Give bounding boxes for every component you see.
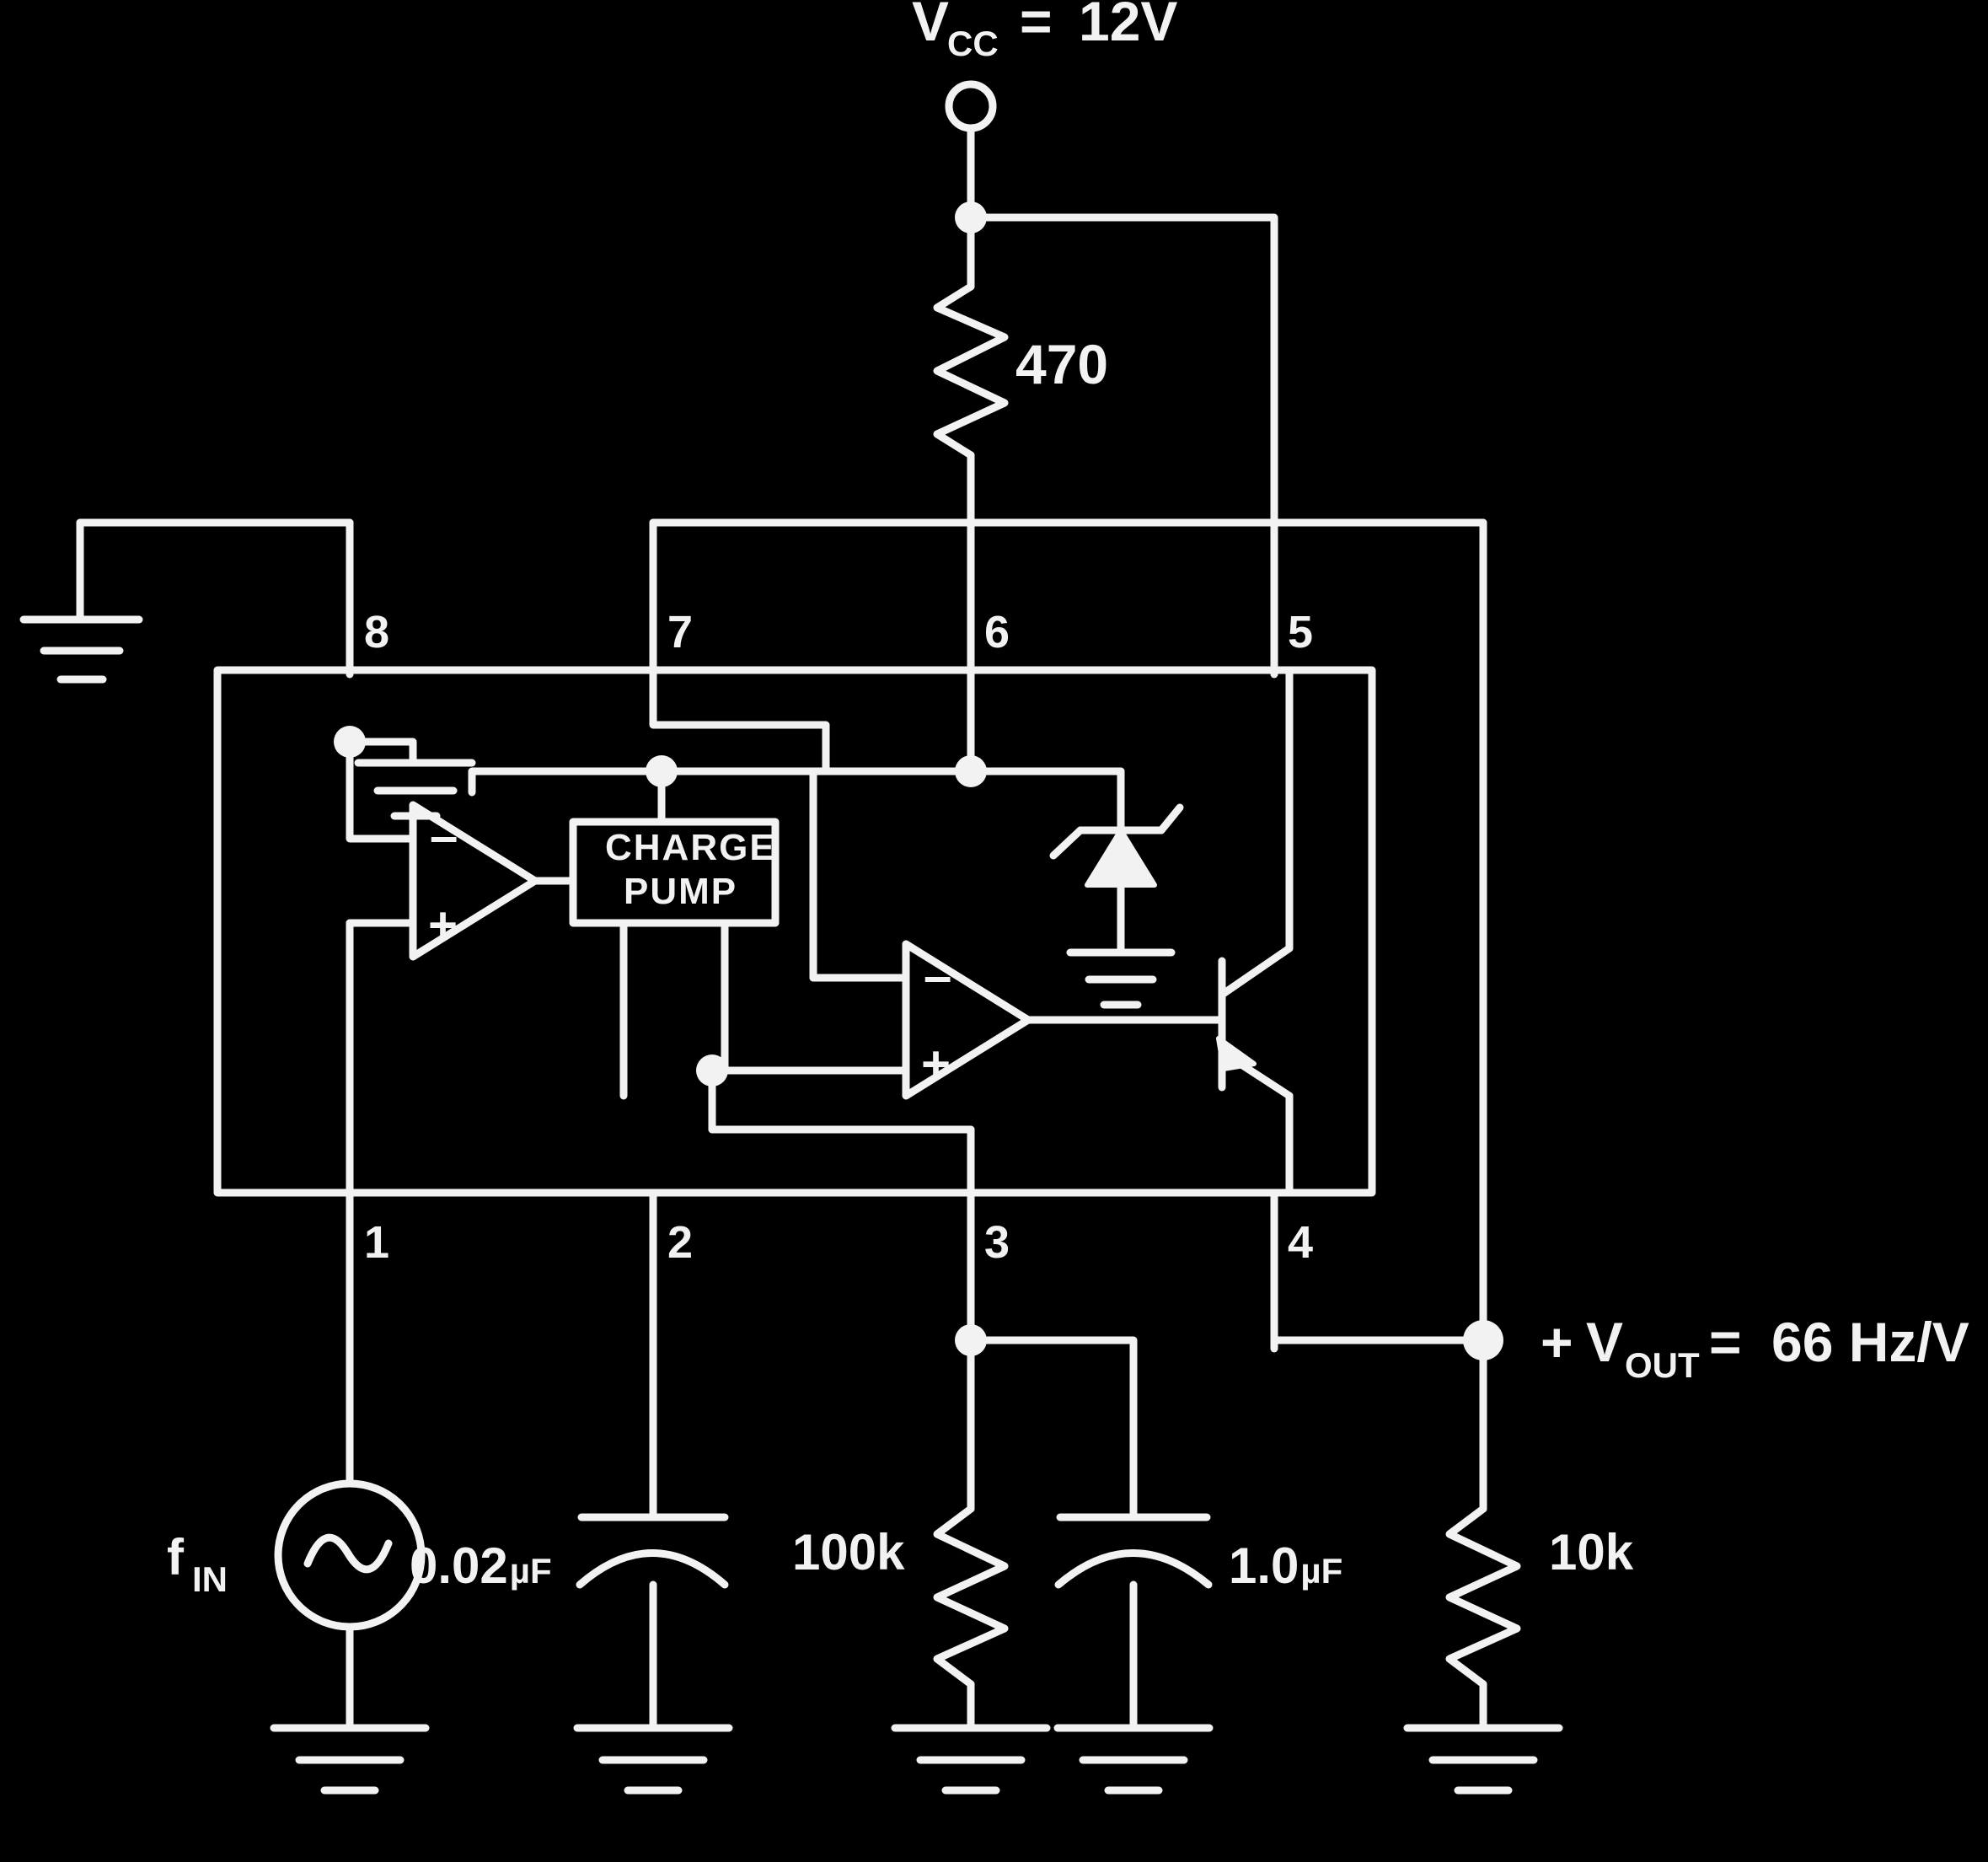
charge-pump-block [468,670,830,1100]
comparator-2-minus-label: – [924,947,951,1004]
capacitor-10uf-label: 1.0µF [1229,1537,1342,1594]
output-label-plus: + [1541,1311,1573,1373]
resistor-10k-group [1403,1320,1563,1795]
output-label-equals: = [1709,1311,1742,1373]
output-label-value: 66 Hz/V [1771,1311,1969,1373]
resistor-470-label: 470 [1015,333,1108,395]
capacitor-10uf-group [1053,1513,1214,1795]
supply-label-group: V CC = 12V [912,0,1177,63]
output-label-group: + V OUT = 66 Hz/V [1541,1311,1969,1385]
resistor-470-group [933,213,1009,527]
pin-label-2: 2 [667,1217,693,1268]
pin4-to-output-wire [1270,1189,1487,1344]
zener-diode-group [1049,767,1184,1009]
ac-source-group [270,1189,430,1795]
comparator-2-group [696,670,1226,1197]
charge-pump-label-line2: PUMP [624,871,737,912]
supply-label-equals: = [1020,0,1053,52]
comparator-2-plus-label: + [921,1036,951,1092]
resistor-10k-label: 10k [1549,1524,1634,1580]
pin-label-8: 8 [364,607,389,657]
resistor-100k-group [891,1189,1138,1795]
npn-transistor-group [1216,670,1294,1197]
fin-label-name: f [167,1529,185,1586]
ground-symbol-pin8 [19,518,354,684]
pin-label-6: 6 [984,607,1010,657]
comparator-1-group [334,726,577,1197]
comparator-1-minus-label: – [430,808,458,864]
pin-label-4: 4 [1288,1217,1313,1268]
comparator-1-plus-label: + [428,897,458,953]
supply-terminal-group [945,80,997,233]
supply-label-v: V [912,0,949,52]
pin-label-3: 3 [984,1217,1010,1268]
pin-label-7: 7 [667,607,693,657]
charge-pump-label-line1: CHARGE [605,827,776,868]
output-label-v: V [1586,1311,1623,1373]
supply-label-value: 12V [1079,0,1177,52]
supply-rail-right [967,213,1278,527]
resistor-100k-label: 100k [792,1524,905,1580]
pin-label-5: 5 [1288,607,1313,657]
fin-label-sub: IN [192,1559,228,1599]
output-label-sub: OUT [1625,1345,1700,1385]
ic-pin-stems-top [346,518,1278,679]
capacitor-002uf-group [573,1189,733,1795]
supply-label-sub: CC [947,24,999,63]
capacitor-002uf-label: 0.02µF [410,1537,552,1594]
ic-body-outline [213,666,1376,1197]
ic-pin-stems-bottom [346,1189,1278,1353]
pin-label-1: 1 [364,1217,389,1268]
